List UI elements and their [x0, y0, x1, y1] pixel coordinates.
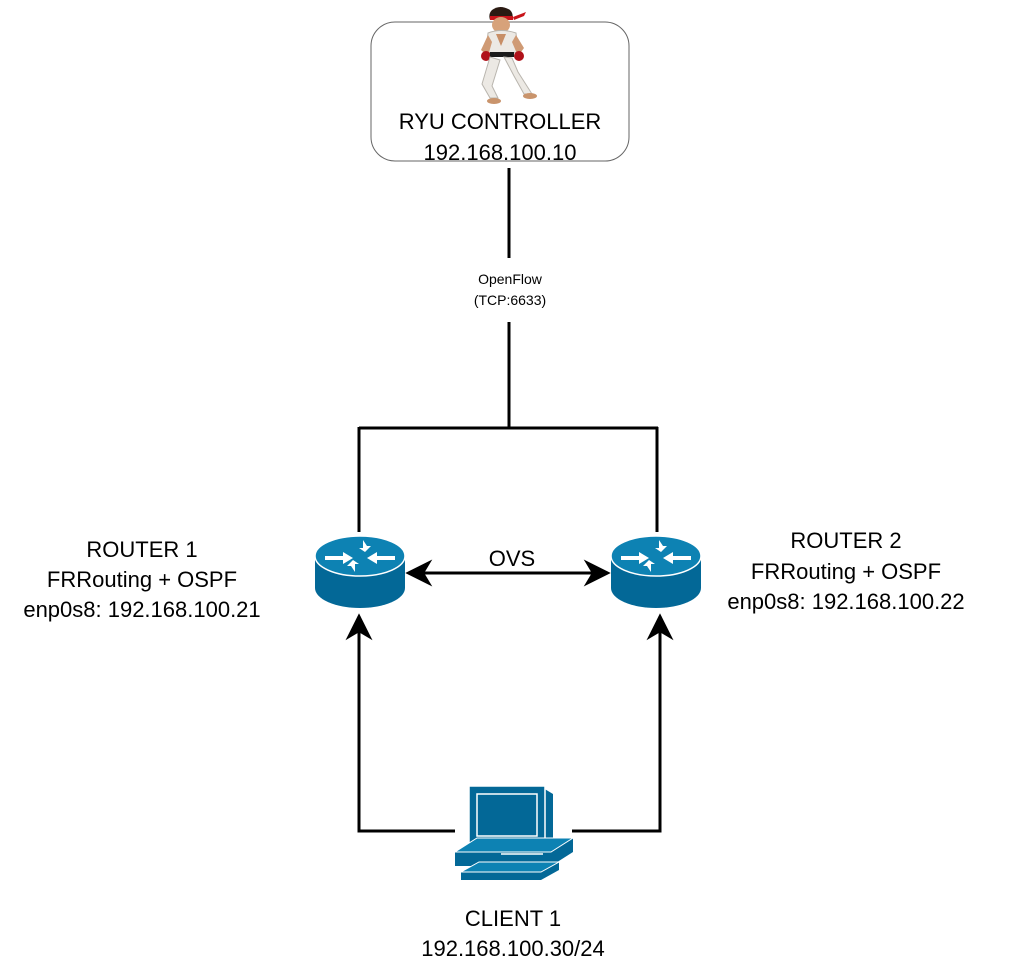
- link-port-label: (TCP:6633): [473, 292, 547, 308]
- ovs-label: OVS: [488, 546, 536, 571]
- controller-name: RYU CONTROLLER: [398, 109, 602, 134]
- router1-software: FRRouting + OSPF: [46, 567, 238, 592]
- computer-icon[interactable]: [453, 785, 575, 880]
- router-icon[interactable]: [610, 535, 702, 608]
- router2-name: ROUTER 2: [790, 528, 902, 553]
- fighter-character-icon: [481, 7, 537, 104]
- controller-ip: 192.168.100.10: [423, 140, 577, 165]
- client-ip: 192.168.100.30/24: [421, 936, 605, 961]
- router2-interface: enp0s8: 192.168.100.22: [727, 589, 965, 614]
- router2-software: FRRouting + OSPF: [750, 559, 942, 584]
- router1-name: ROUTER 1: [86, 537, 198, 562]
- link-protocol-label: OpenFlow: [478, 271, 542, 287]
- client-name: CLIENT 1: [464, 906, 562, 931]
- router-icon[interactable]: [314, 535, 406, 608]
- router1-interface: enp0s8: 192.168.100.21: [23, 597, 261, 622]
- link-client-to-router2: [572, 613, 674, 833]
- link-client-to-router1: [345, 613, 455, 833]
